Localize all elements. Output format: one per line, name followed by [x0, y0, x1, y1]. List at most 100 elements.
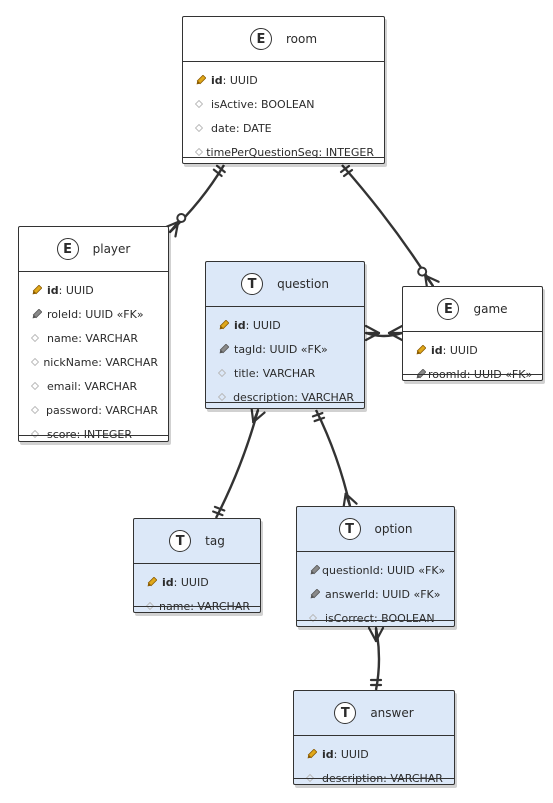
attribute-name: id	[162, 575, 174, 589]
attribute-type: : UUID «FK»	[379, 563, 446, 577]
entity-type-icon: E	[437, 298, 460, 320]
attribute-row[interactable]: answerId: UUID «FK»	[309, 582, 444, 606]
attribute-type: : VARCHAR	[255, 366, 316, 380]
attribute-type: : VARCHAR	[77, 379, 138, 393]
attribute-name: isActive	[211, 97, 254, 111]
primary-key-icon	[146, 576, 160, 588]
attribute-type: : UUID	[442, 343, 478, 357]
attribute-name: score	[47, 427, 77, 441]
entity-type-icon: E	[56, 238, 79, 260]
attribute-row[interactable]: description: VARCHAR	[218, 385, 354, 409]
relationship-room-player[interactable]	[163, 164, 226, 238]
attribute-name: password	[46, 403, 99, 417]
relationship-game-question[interactable]	[364, 324, 404, 342]
attribute-type: : VARCHAR	[294, 390, 354, 404]
attribute-row[interactable]: timePerQuestionSeg: INTEGER	[195, 140, 374, 164]
attribute-name: roleId	[47, 307, 79, 321]
primary-key-icon	[31, 284, 45, 296]
table-type-icon: T	[169, 530, 192, 552]
attribute-row[interactable]: title: VARCHAR	[218, 361, 354, 385]
attribute-icon	[31, 358, 41, 366]
attribute-icon	[195, 124, 209, 132]
attribute-row[interactable]: roleId: UUID «FK»	[31, 302, 158, 326]
attribute-type: : UUID	[245, 318, 281, 332]
game-footer-line	[403, 374, 542, 375]
game-title: game	[473, 302, 508, 316]
attribute-type: : VARCHAR	[78, 331, 138, 345]
attribute-icon	[306, 774, 320, 782]
relationship-option-answer[interactable]	[367, 626, 385, 691]
question-title: question	[277, 277, 329, 291]
attribute-type: : VARCHAR	[98, 403, 158, 417]
attribute-name: nickName	[43, 355, 99, 369]
attribute-row[interactable]: isActive: BOOLEAN	[195, 92, 374, 116]
room-title: room	[285, 32, 318, 46]
foreign-key-icon	[309, 564, 320, 576]
attribute-name: email	[47, 379, 78, 393]
attribute-row[interactable]: questionId: UUID «FK»	[309, 558, 446, 582]
attribute-row[interactable]: id: UUID	[306, 742, 444, 766]
attribute-row[interactable]: score: INTEGER	[31, 422, 158, 446]
attribute-name: title	[234, 366, 256, 380]
attribute-row[interactable]: date: DATE	[195, 116, 374, 140]
attribute-icon	[31, 334, 45, 342]
primary-key-icon	[415, 344, 429, 356]
attribute-row[interactable]: email: VARCHAR	[31, 374, 158, 398]
attribute-row[interactable]: name: VARCHAR	[31, 326, 158, 350]
attribute-type: : UUID	[173, 575, 209, 589]
attribute-row[interactable]: tagId: UUID «FK»	[218, 337, 354, 361]
attribute-row[interactable]: nickName: VARCHAR	[31, 350, 158, 374]
attribute-name: id	[431, 343, 443, 357]
attribute-type: : UUID «FK»	[374, 587, 441, 601]
attribute-icon	[146, 602, 157, 610]
attribute-type: : BOOLEAN	[253, 97, 315, 111]
attribute-type: : INTEGER	[76, 427, 133, 441]
attribute-row[interactable]: id: UUID	[146, 570, 250, 594]
attribute-type: : UUID	[333, 747, 369, 761]
attribute-icon	[195, 148, 204, 156]
entity-type-icon: E	[249, 28, 272, 50]
answer-footer-line	[294, 778, 454, 779]
answer-title: answer	[370, 706, 414, 720]
attribute-name: id	[211, 73, 223, 87]
attribute-name: tagId	[234, 342, 263, 356]
attribute-row[interactable]: password: VARCHAR	[31, 398, 158, 422]
attribute-row[interactable]: id: UUID	[195, 68, 374, 92]
primary-key-icon	[306, 748, 320, 760]
attribute-type: : DATE	[235, 121, 272, 135]
relationship-question-tag[interactable]	[212, 406, 266, 519]
attribute-type: : UUID «FK»	[262, 342, 328, 356]
attribute-name: answerId	[325, 587, 375, 601]
attribute-row[interactable]: isCorrect: BOOLEAN	[309, 606, 444, 630]
attribute-name: id	[47, 283, 59, 297]
relationship-question-option[interactable]	[311, 409, 358, 510]
attribute-type: : INTEGER	[318, 145, 374, 159]
attribute-icon	[31, 430, 45, 438]
attribute-icon	[218, 393, 231, 401]
attribute-row[interactable]: id: UUID	[31, 278, 158, 302]
attribute-row[interactable]: id: UUID	[218, 313, 354, 337]
attribute-row[interactable]: id: UUID	[415, 338, 532, 362]
relationship-room-game[interactable]	[339, 164, 440, 292]
player-footer-line	[19, 435, 168, 436]
attribute-type: : UUID	[222, 73, 258, 87]
foreign-key-icon	[309, 588, 323, 600]
option-attribute-list: questionId: UUID «FK»answerId: UUID «FK»…	[297, 552, 454, 630]
attribute-type: : BOOLEAN	[373, 611, 435, 625]
